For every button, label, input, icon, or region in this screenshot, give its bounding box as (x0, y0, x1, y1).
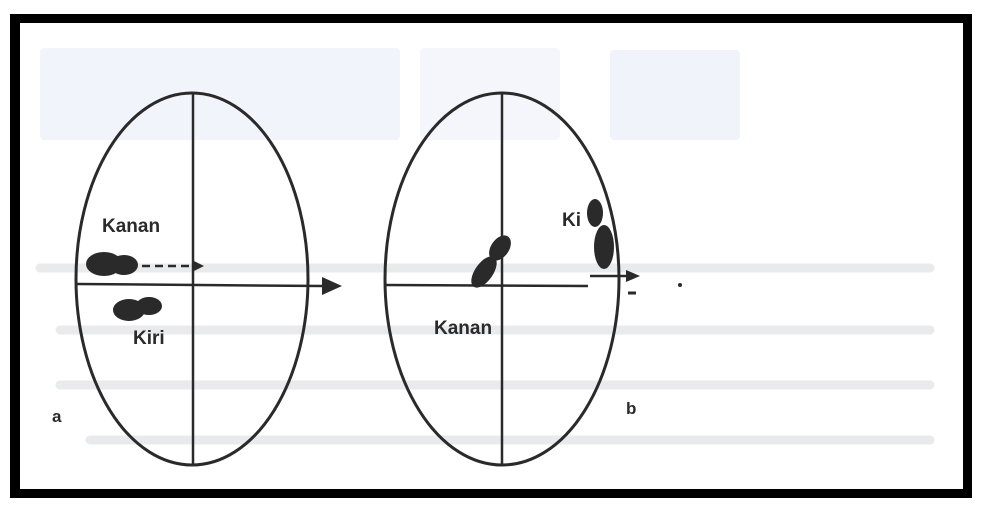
panel-b-horizontal-axis (385, 283, 589, 288)
panel-a-dashed-arrowhead (192, 260, 204, 272)
panel-a-label-kiri: Kiri (133, 328, 165, 349)
panel-a-label-kanan: Kanan (102, 216, 160, 237)
panel-b-dot (678, 283, 682, 287)
bleed-through-band-left (40, 48, 400, 140)
panel-b: Kanan Ki b (383, 91, 682, 467)
panel-a: Kanan Kiri a (52, 91, 342, 467)
panel-a-footprint-right (86, 252, 138, 276)
panel-b-label-kanan: Kanan (434, 318, 492, 339)
figure-border (10, 14, 972, 498)
panel-b-label-ki: Ki (562, 210, 581, 231)
panel-b-footprint-left (587, 199, 614, 269)
panel-a-letter: a (52, 407, 62, 426)
panel-a-footprint-left (113, 297, 162, 321)
panel-b-letter: b (626, 399, 636, 418)
panel-b-axis-arrowhead (626, 270, 640, 282)
panel-a-horizontal-axis (76, 282, 323, 288)
bleed-through-band-right (610, 50, 740, 140)
panel-a-axis-arrowhead (322, 277, 342, 295)
top-margin (0, 0, 986, 14)
panel-b-footprint-right (471, 235, 511, 288)
